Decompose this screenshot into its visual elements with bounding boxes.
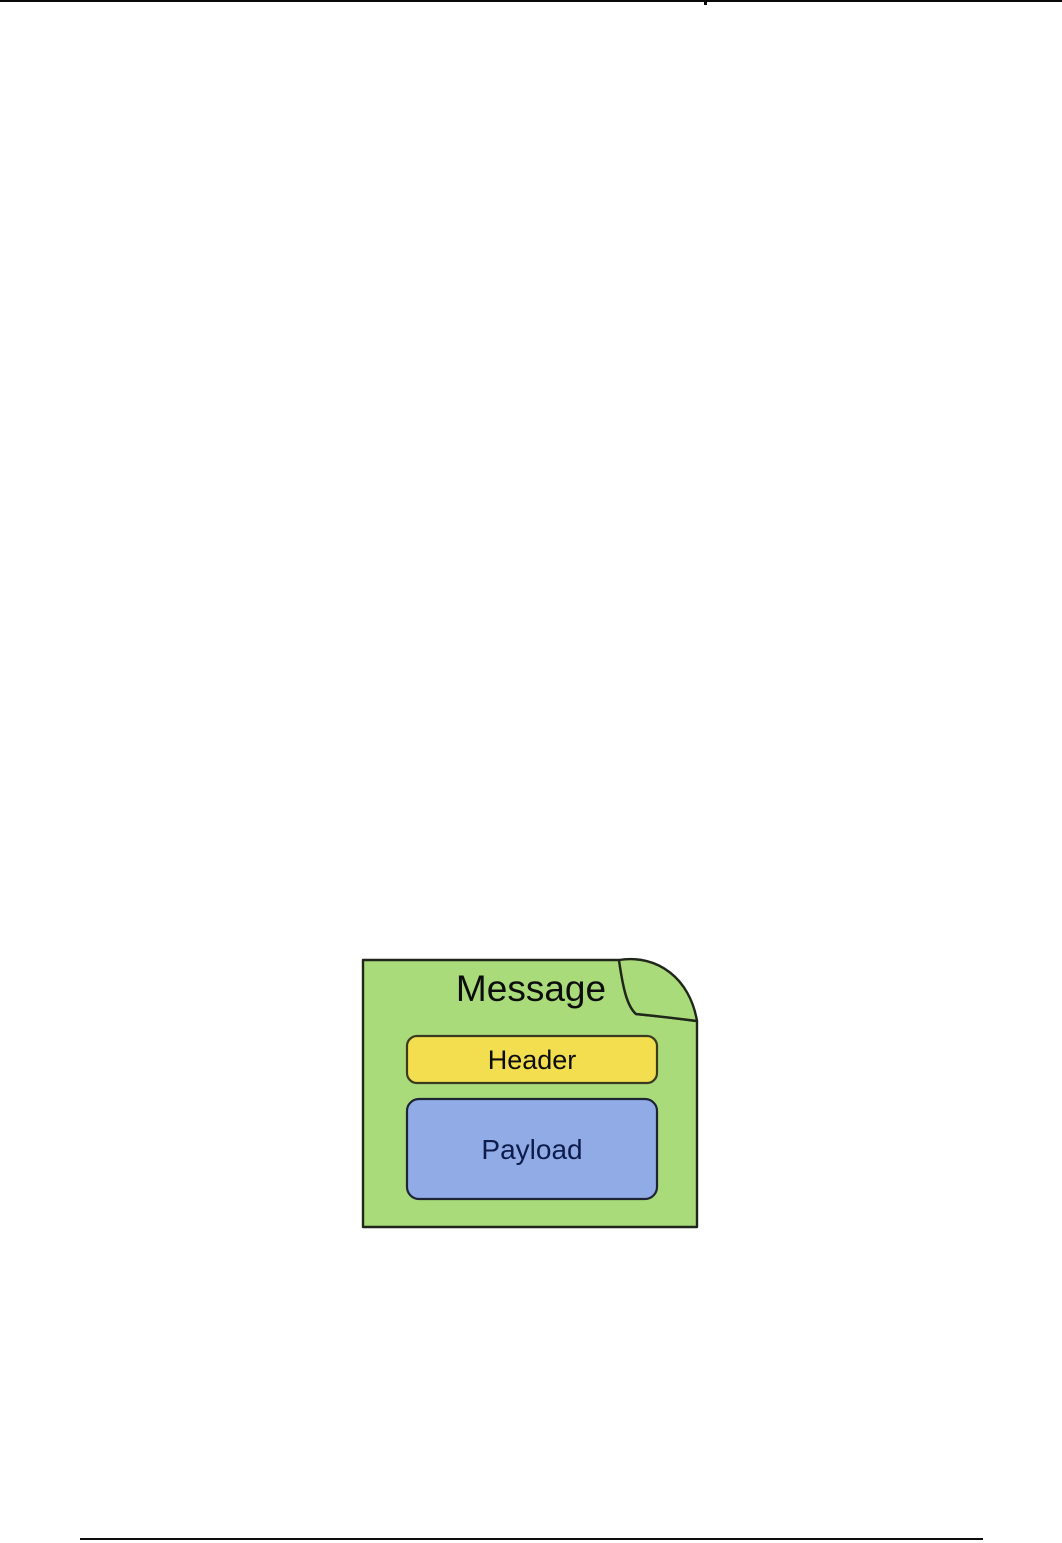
- page-top-rule: [0, 0, 1062, 2]
- payload-box-label: Payload: [481, 1134, 582, 1165]
- note-title: Message: [456, 968, 606, 1009]
- payload-box: [405, 1097, 659, 1201]
- message-note-diagram: Message Header Payload: [361, 957, 699, 1229]
- note-folded-corner: [617, 957, 699, 1023]
- header-box: [405, 1034, 659, 1085]
- page-top-rule-tick: [704, 0, 707, 5]
- header-box-label: Header: [488, 1045, 577, 1075]
- page-bottom-rule: [80, 1538, 983, 1540]
